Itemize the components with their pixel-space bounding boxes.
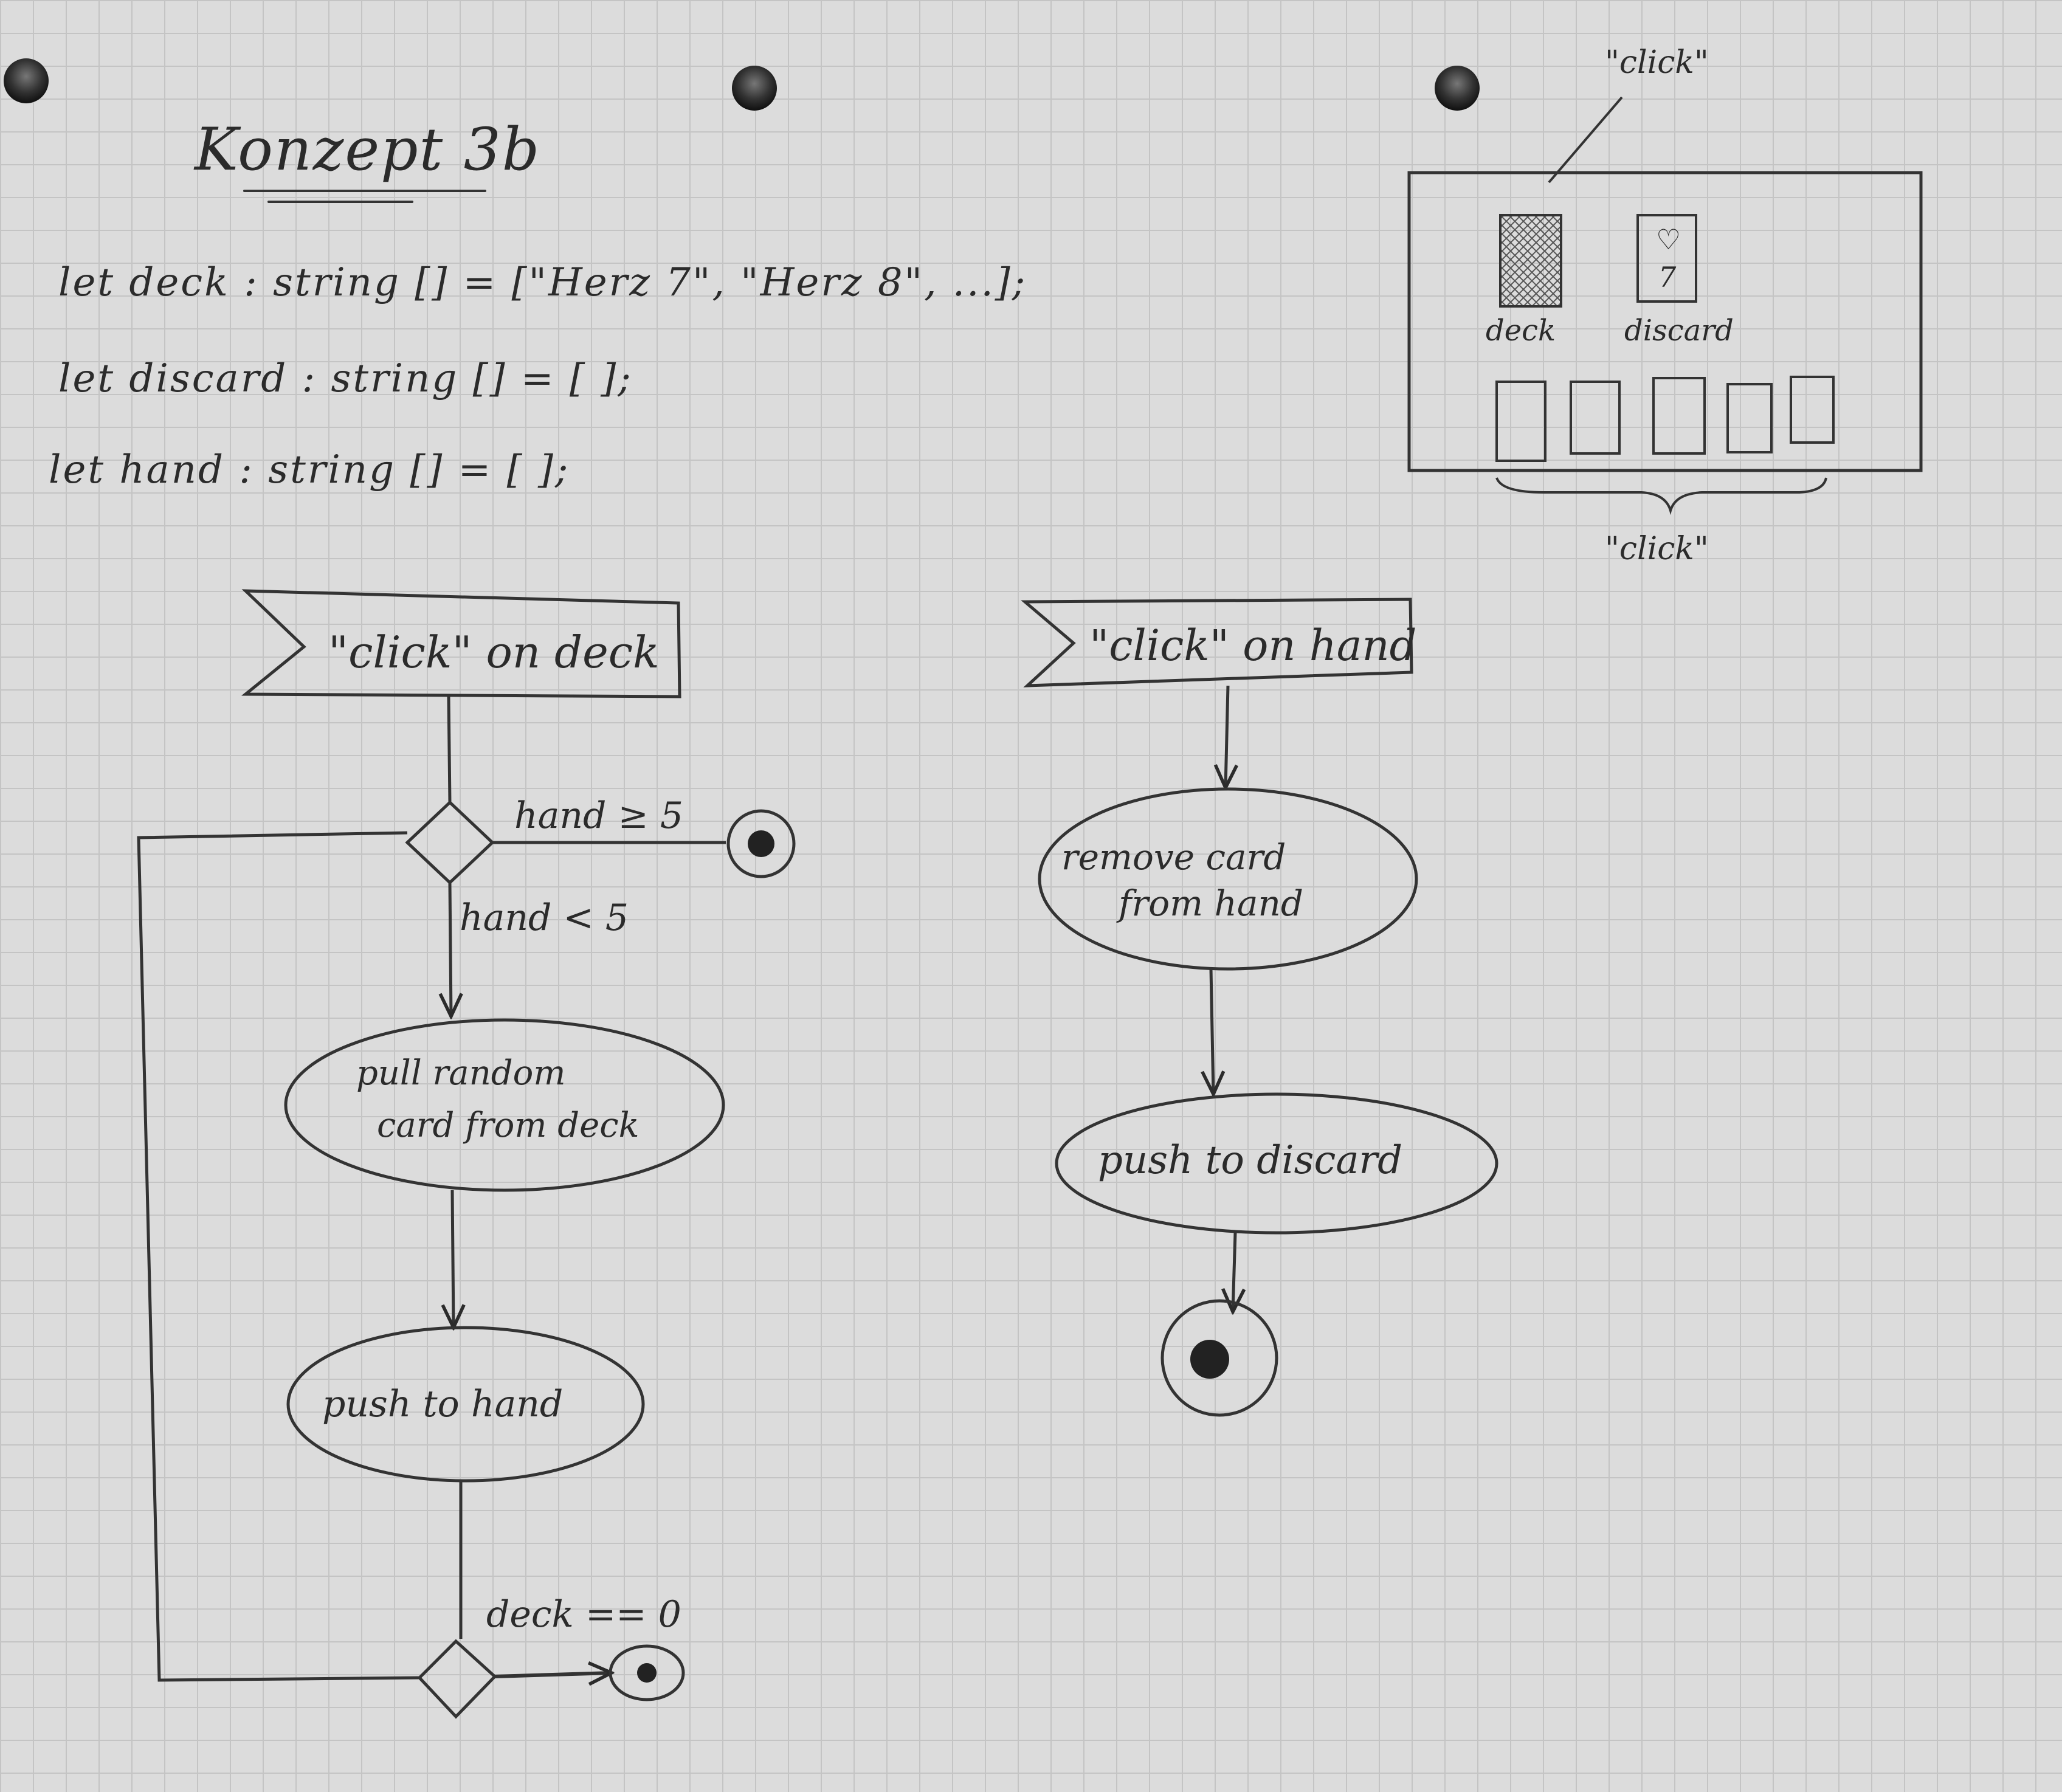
- binder-hole-left: [4, 58, 49, 103]
- hand-flow-line-3: [1233, 1232, 1235, 1312]
- deck-action-pull-line1: pull random: [356, 1053, 565, 1093]
- ui-deck-label: deck: [1486, 314, 1556, 348]
- deck-flow-line-1: [447, 696, 452, 803]
- hand-action-remove-line1: remove card: [1061, 836, 1286, 878]
- ui-discard-value: 7: [1658, 261, 1677, 294]
- hand-flow-line-1: [1226, 685, 1228, 788]
- hand-trigger-label: "click" on hand: [1089, 621, 1416, 670]
- ui-hand-card: [1570, 381, 1621, 455]
- hand-trigger-event: [1021, 598, 1413, 688]
- ui-mockup: "click" deck ♡ 7 discard "click": [1407, 44, 1923, 567]
- deck-final-node-1-dot: [748, 830, 774, 857]
- page-title: Konzept 3b: [195, 115, 541, 184]
- code-line-discard: let discard : string [] = [ ];: [58, 356, 633, 401]
- ui-discard-card: [1636, 214, 1697, 303]
- hand-flow-line-2: [1211, 968, 1213, 1094]
- deck-decision-1: [405, 800, 495, 885]
- deck-condition-end: deck == 0: [486, 1593, 681, 1636]
- ui-click-pointer-line: [1548, 96, 1623, 184]
- deck-loop-back-line: [137, 831, 420, 1682]
- ui-hand-card: [1652, 377, 1706, 455]
- ui-hand-cards: [1495, 376, 1835, 462]
- deck-trigger-event: [241, 589, 681, 698]
- hand-action-remove-line2: from hand: [1116, 883, 1303, 924]
- deck-end-branch-line: [494, 1673, 612, 1677]
- ui-hand-card: [1726, 383, 1773, 453]
- hand-final-node: [1160, 1299, 1278, 1417]
- deck-decision-2: [417, 1639, 497, 1719]
- ui-hand-brace: [1495, 477, 1827, 515]
- ui-mockup-frame: [1407, 171, 1923, 472]
- ui-hand-card: [1790, 376, 1835, 444]
- ui-click-label-top: "click": [1605, 44, 1709, 81]
- ui-click-label-bottom: "click": [1605, 531, 1709, 567]
- deck-condition-stop: hand ≥ 5: [514, 794, 683, 837]
- ui-deck-card: [1499, 214, 1562, 308]
- title-underline: [243, 190, 486, 192]
- deck-final-node-2-dot: [637, 1663, 657, 1683]
- deck-flow-line-3: [452, 1190, 453, 1328]
- deck-action-push-hand: [286, 1326, 645, 1483]
- binder-hole-right: [1435, 66, 1480, 111]
- deck-final-node-2: [609, 1644, 685, 1701]
- hand-final-node-dot: [1190, 1340, 1229, 1379]
- deck-action-push-label: push to hand: [322, 1383, 563, 1425]
- flow-hand: "click" on hand remove card from hand pu…: [1021, 598, 1498, 1417]
- ui-discard-label: discard: [1624, 314, 1734, 348]
- code-line-deck: let deck : string [] = ["Herz 7", "Herz …: [58, 260, 1027, 305]
- code-line-hand: let hand : string [] = [ ];: [49, 447, 570, 492]
- deck-trigger-label: "click" on deck: [328, 627, 660, 678]
- flow-deck: "click" on deck hand ≥ 5 hand < 5 pull r…: [137, 589, 796, 1719]
- deck-action-pull-card: [284, 1018, 725, 1192]
- ui-discard-suit-icon: ♡: [1656, 223, 1681, 256]
- deck-condition-continue: hand < 5: [460, 897, 629, 939]
- binder-hole-center: [732, 66, 777, 111]
- title-underline-2: [267, 201, 413, 203]
- hand-action-push-label: push to discard: [1098, 1138, 1402, 1183]
- deck-final-node-1: [726, 809, 796, 878]
- ui-hand-card: [1495, 381, 1547, 462]
- deck-flow-line-2: [450, 882, 451, 1016]
- hand-action-push-discard: [1055, 1092, 1498, 1235]
- hand-action-remove-card: [1038, 787, 1418, 971]
- deck-action-pull-line2: card from deck: [377, 1106, 640, 1145]
